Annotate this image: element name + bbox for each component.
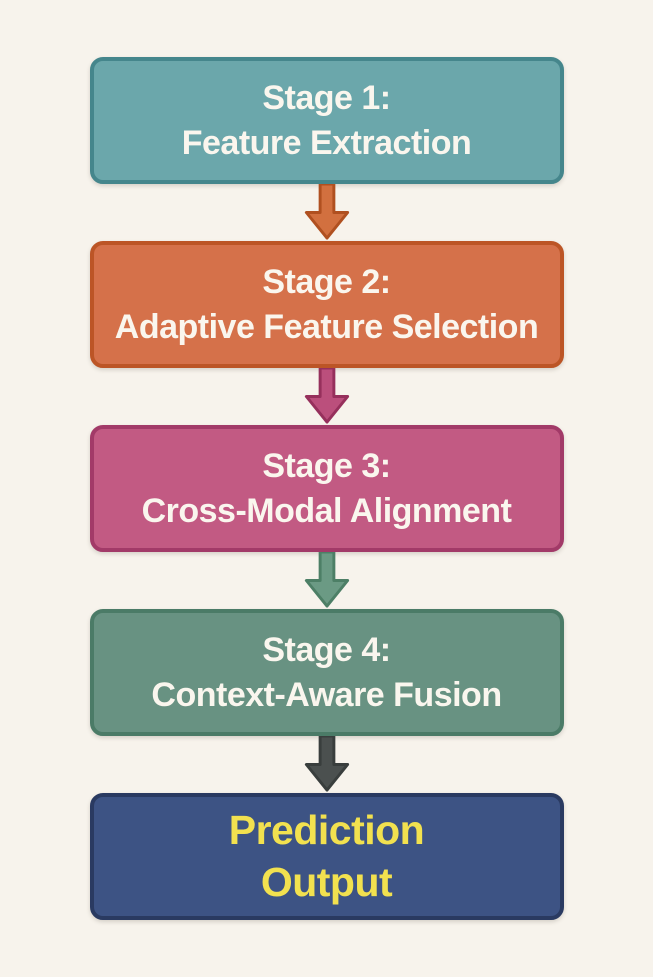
stage-4-label-line1: Stage 4: [262,631,391,670]
stage-1-box: Stage 1: Feature Extraction [89,57,564,184]
prediction-output-label-line2: Output [260,858,393,905]
arrow-stage1-to-stage2-icon [304,184,349,240]
stage-1-label-line2: Feature Extraction [181,123,472,162]
stage-3-label-line1: Stage 3: [262,447,391,486]
stage-2-box: Stage 2: Adaptive Feature Selection [89,241,564,368]
arrow-stage2-to-stage3-icon [304,368,349,424]
stage-4-label-line2: Context-Aware Fusion [151,675,502,714]
prediction-output-label-line1: Prediction [228,807,425,854]
stage-3-label-line2: Cross-Modal Alignment [141,491,512,530]
stage-1-label-line1: Stage 1: [262,79,391,118]
arrow-stage3-to-stage4-icon [304,552,349,608]
prediction-output-box: Prediction Output [89,793,564,920]
stage-2-label-line1: Stage 2: [262,263,391,302]
stage-4-box: Stage 4: Context-Aware Fusion [89,609,564,736]
stage-2-label-line2: Adaptive Feature Selection [114,307,539,346]
stage-3-box: Stage 3: Cross-Modal Alignment [89,425,564,552]
arrow-stage4-to-output-icon [304,736,349,792]
